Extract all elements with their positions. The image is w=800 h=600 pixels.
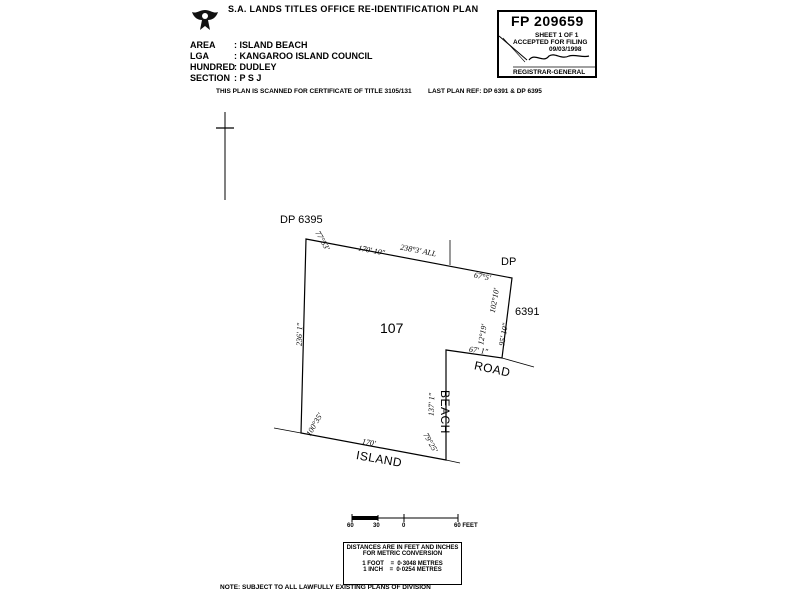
scale-tick-label: 30 bbox=[373, 523, 380, 529]
scale-tick-label: 60 bbox=[347, 523, 354, 529]
meta-label: LGA bbox=[190, 51, 209, 61]
coat-of-arms-logo bbox=[188, 8, 222, 39]
dp-label-top-left: DP 6395 bbox=[280, 214, 323, 226]
conversion-inch: 1 INCH = 0·0254 METRES bbox=[363, 567, 442, 573]
registrar-label: REGISTRAR-GENERAL bbox=[513, 69, 586, 76]
meta-row-section: SECTION : P S J bbox=[190, 73, 373, 84]
dp-number-right: 6391 bbox=[515, 306, 540, 318]
road-label-beach: BEACH bbox=[438, 390, 452, 434]
last-plan-ref: LAST PLAN REF: DP 6391 & DP 6395 bbox=[428, 88, 542, 95]
metric-conversion-box: DISTANCES ARE IN FEET AND INCHES FOR MET… bbox=[343, 542, 462, 585]
document-title: S.A. LANDS TITLES OFFICE RE-IDENTIFICATI… bbox=[228, 4, 479, 14]
scale-bar bbox=[351, 514, 459, 522]
meta-value: : ISLAND BEACH bbox=[234, 40, 308, 50]
meta-label: AREA bbox=[190, 40, 216, 50]
conversion-title: DISTANCES ARE IN FEET AND INCHES bbox=[346, 545, 459, 551]
scan-note: THIS PLAN IS SCANNED FOR CERTIFICATE OF … bbox=[216, 88, 412, 95]
meta-value: : KANGAROO ISLAND COUNCIL bbox=[234, 51, 373, 61]
meta-row-lga: LGA : KANGAROO ISLAND COUNCIL bbox=[190, 51, 373, 62]
meta-value: : P S J bbox=[234, 73, 262, 83]
allotment-number: 107 bbox=[380, 320, 404, 336]
road-edge-line bbox=[273, 427, 302, 434]
filing-date: 09/03/1998 bbox=[549, 46, 582, 53]
footnote: NOTE: SUBJECT TO ALL LAWFULLY EXISTING P… bbox=[220, 584, 431, 591]
north-arrow-icon bbox=[216, 112, 234, 200]
road-edge-line bbox=[501, 357, 535, 368]
dim-left-length: 236' 1" bbox=[294, 322, 305, 347]
meta-row-area: AREA : ISLAND BEACH bbox=[190, 40, 373, 51]
conversion-subtitle: FOR METRIC CONVERSION bbox=[362, 551, 443, 557]
meta-value: : DUDLEY bbox=[234, 62, 277, 72]
dp-label-right: DP bbox=[501, 256, 517, 268]
stamp-signature-lines bbox=[499, 35, 595, 68]
plan-number: FP 209659 bbox=[511, 13, 584, 29]
accepted-label: ACCEPTED FOR FILING bbox=[513, 39, 588, 46]
filing-stamp: FP 209659 SHEET 1 OF 1 ACCEPTED FOR FILI… bbox=[497, 10, 597, 78]
meta-label: HUNDRED bbox=[190, 62, 235, 72]
road-edge-line bbox=[445, 459, 461, 464]
scale-tick-label: 60 FEET bbox=[454, 523, 478, 529]
plan-metadata: AREA : ISLAND BEACH LGA : KANGAROO ISLAN… bbox=[190, 40, 373, 84]
sheet-count: SHEET 1 OF 1 bbox=[535, 32, 579, 39]
dim-inner-length: 137' 1" bbox=[426, 392, 437, 417]
scale-tick-label: 0 bbox=[402, 523, 406, 529]
conversion-foot: 1 FOOT = 0·3048 METRES bbox=[362, 561, 443, 567]
meta-row-hundred: HUNDRED : DUDLEY bbox=[190, 62, 373, 73]
meta-label: SECTION bbox=[190, 73, 231, 83]
